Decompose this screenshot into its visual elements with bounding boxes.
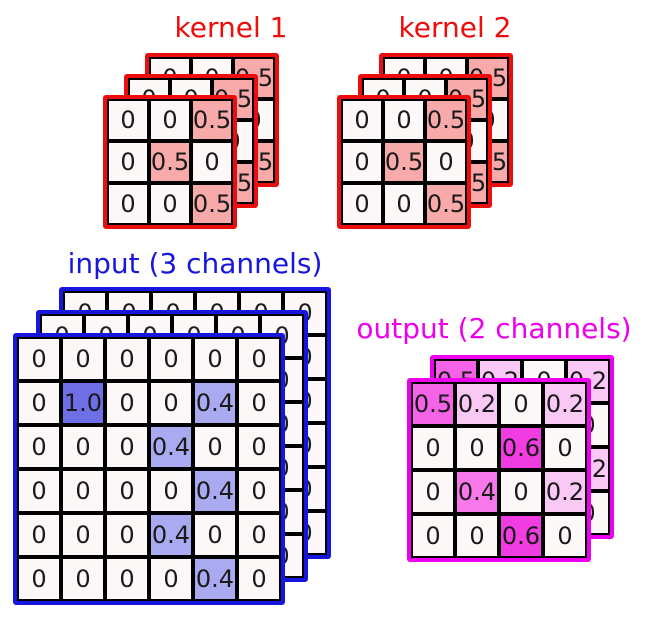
kernel2-title: kernel 2 [398, 11, 512, 44]
output-title: output (2 channels) [356, 312, 632, 345]
output-cell-r1c2: 0.2 [457, 384, 497, 424]
input-cell-r2c5: 0.4 [195, 383, 235, 423]
kernel1-cell-r3c3: 0.5 [193, 185, 231, 223]
output-cell-r3c2: 0.4 [457, 472, 497, 512]
input-cell-r4c6: 0 [239, 471, 279, 511]
output-cell-r1c4: 0.2 [545, 384, 585, 424]
input-cell-r6c6: 0 [239, 559, 279, 599]
input-cell-r6c1: 0 [19, 559, 59, 599]
input-cell-r6c5: 0.4 [195, 559, 235, 599]
input-cell-r1c4: 0 [151, 339, 191, 379]
kernel2-cell-r1c1: 0 [343, 101, 381, 139]
output-cell-r1c3: 0 [501, 384, 541, 424]
output-cell-r4c4: 0 [545, 516, 585, 556]
input-cell-r6c3: 0 [107, 559, 147, 599]
input-cell-r5c1: 0 [19, 515, 59, 555]
output-cell-r3c4: 0.2 [545, 472, 585, 512]
input-cell-r6c2: 0 [63, 559, 103, 599]
input-cell-r2c4: 0 [151, 383, 191, 423]
input-cell-r3c6: 0 [239, 427, 279, 467]
input-cell-r5c5: 0 [195, 515, 235, 555]
input-cell-r5c2: 0 [63, 515, 103, 555]
input-cell-r1c2: 0 [63, 339, 103, 379]
kernel1-cell-r1c3: 0.5 [193, 101, 231, 139]
input-cell-r1c5: 0 [195, 339, 235, 379]
kernel2-cell-r2c1: 0 [343, 143, 381, 181]
output-cell-r2c4: 0 [545, 428, 585, 468]
kernel2-cell-r1c3: 0.5 [427, 101, 465, 139]
input-cell-r3c2: 0 [63, 427, 103, 467]
input-cell-r2c1: 0 [19, 383, 59, 423]
kernel2-cell-r2c3: 0 [427, 143, 465, 181]
input-cell-r3c4: 0.4 [151, 427, 191, 467]
kernel2-cell-r2c2: 0.5 [385, 143, 423, 181]
output-cell-r1c1: 0.5 [413, 384, 453, 424]
input-cell-r5c6: 0 [239, 515, 279, 555]
input-cell-r4c1: 0 [19, 471, 59, 511]
kernel2-cell-r1c2: 0 [385, 101, 423, 139]
input-cell-r3c3: 0 [107, 427, 147, 467]
output-cell-r4c2: 0 [457, 516, 497, 556]
input-cell-r4c3: 0 [107, 471, 147, 511]
kernel2-cell-r3c2: 0 [385, 185, 423, 223]
input-cell-r5c3: 0 [107, 515, 147, 555]
kernel1-cell-r2c3: 0 [193, 143, 231, 181]
kernel2-cell-r3c1: 0 [343, 185, 381, 223]
input-cell-r1c1: 0 [19, 339, 59, 379]
input-cell-r5c4: 0.4 [151, 515, 191, 555]
output-cell-r4c1: 0 [413, 516, 453, 556]
input-cell-r3c5: 0 [195, 427, 235, 467]
input-cell-r6c4: 0 [151, 559, 191, 599]
output-cell-r2c3: 0.6 [501, 428, 541, 468]
kernel1-title: kernel 1 [174, 11, 288, 44]
kernel1-cell-r3c2: 0 [151, 185, 189, 223]
output-cell-r3c3: 0 [501, 472, 541, 512]
kernel1-cell-r1c2: 0 [151, 101, 189, 139]
output-cell-r2c2: 0 [457, 428, 497, 468]
input-cell-r4c4: 0 [151, 471, 191, 511]
kernel2-cell-r3c3: 0.5 [427, 185, 465, 223]
output-cell-r2c1: 0 [413, 428, 453, 468]
input-cell-r4c5: 0.4 [195, 471, 235, 511]
input-cell-r3c1: 0 [19, 427, 59, 467]
input-cell-r2c2: 1.0 [63, 383, 103, 423]
kernel1-cell-r2c1: 0 [109, 143, 147, 181]
input-cell-r2c6: 0 [239, 383, 279, 423]
kernel1-cell-r3c1: 0 [109, 185, 147, 223]
output-cell-r3c1: 0 [413, 472, 453, 512]
input-cell-r1c6: 0 [239, 339, 279, 379]
input-cell-r4c2: 0 [63, 471, 103, 511]
input-cell-r1c3: 0 [107, 339, 147, 379]
input-title: input (3 channels) [67, 247, 323, 280]
output-cell-r4c3: 0.6 [501, 516, 541, 556]
input-cell-r2c3: 0 [107, 383, 147, 423]
kernel1-cell-r2c2: 0.5 [151, 143, 189, 181]
kernel1-cell-r1c1: 0 [109, 101, 147, 139]
